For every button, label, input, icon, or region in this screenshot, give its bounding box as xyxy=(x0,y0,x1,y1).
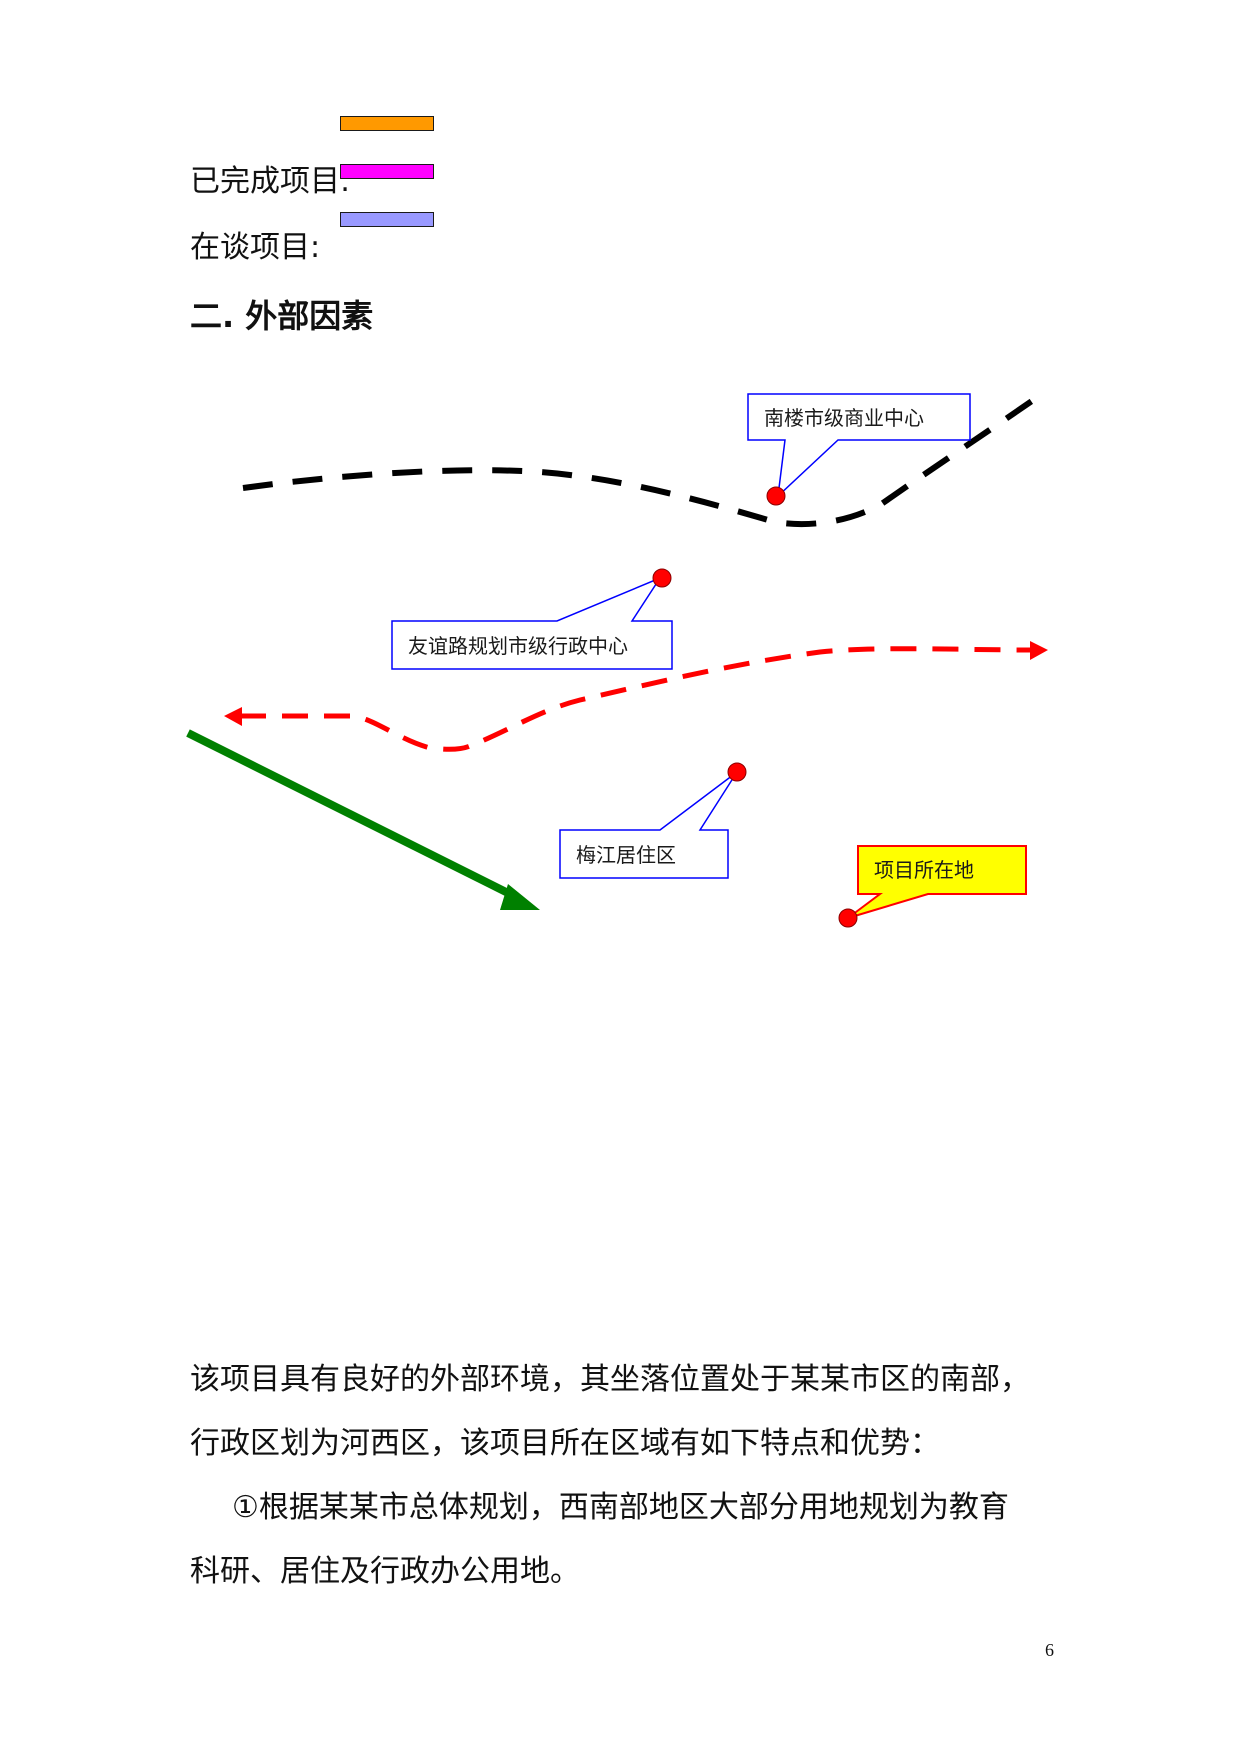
body-line-4: 科研、居住及行政办公用地。 xyxy=(190,1554,580,1589)
marker-project xyxy=(838,908,858,928)
callout-youyi: 友谊路规划市级行政中心 xyxy=(391,568,673,670)
body-line-3: ①根据某某市总体规划，西南部地区大部分用地规划为教育 xyxy=(232,1490,1009,1525)
callout-nanlou-text: 南楼市级商业中心 xyxy=(764,406,924,430)
location-map: 南楼市级商业中心 友谊路规划市级行政中心 梅江居住区 项目所在地 xyxy=(186,389,1048,928)
growth-direction-arrowhead xyxy=(500,884,540,910)
admin-route-arrow-west xyxy=(224,707,242,726)
marker-youyi xyxy=(652,568,672,588)
callout-meijiang-text: 梅江居住区 xyxy=(576,843,676,867)
legend-swatch-completed xyxy=(340,164,434,179)
marker-nanlou xyxy=(766,486,786,506)
legend-label-negotiating: 在谈项目: xyxy=(190,230,321,265)
callout-youyi-text: 友谊路规划市级行政中心 xyxy=(408,634,628,658)
callout-nanlou: 南楼市级商业中心 xyxy=(747,393,971,506)
page-number: 6 xyxy=(1045,1640,1054,1660)
legend-swatch-orange xyxy=(340,116,434,131)
admin-route-line xyxy=(240,646,1031,752)
callout-project: 项目所在地 xyxy=(838,845,1027,928)
callout-project-text: 项目所在地 xyxy=(874,858,974,882)
body-line-2: 行政区划为河西区，该项目所在区域有如下特点和优势： xyxy=(190,1426,940,1461)
callout-meijiang: 梅江居住区 xyxy=(559,762,747,879)
section-heading: 二. 外部因素 xyxy=(190,297,374,335)
body-line-1: 该项目具有良好的外部环境，其坐落位置处于某某市区的南部， xyxy=(190,1362,1030,1397)
legend-swatch-negotiating xyxy=(340,212,434,227)
commercial-route-line xyxy=(242,389,1047,528)
growth-direction-arrow xyxy=(186,729,520,902)
admin-route-arrow-east xyxy=(1030,641,1048,660)
legend-label-completed: 已完成项目: xyxy=(190,164,351,199)
marker-meijiang xyxy=(727,762,747,782)
